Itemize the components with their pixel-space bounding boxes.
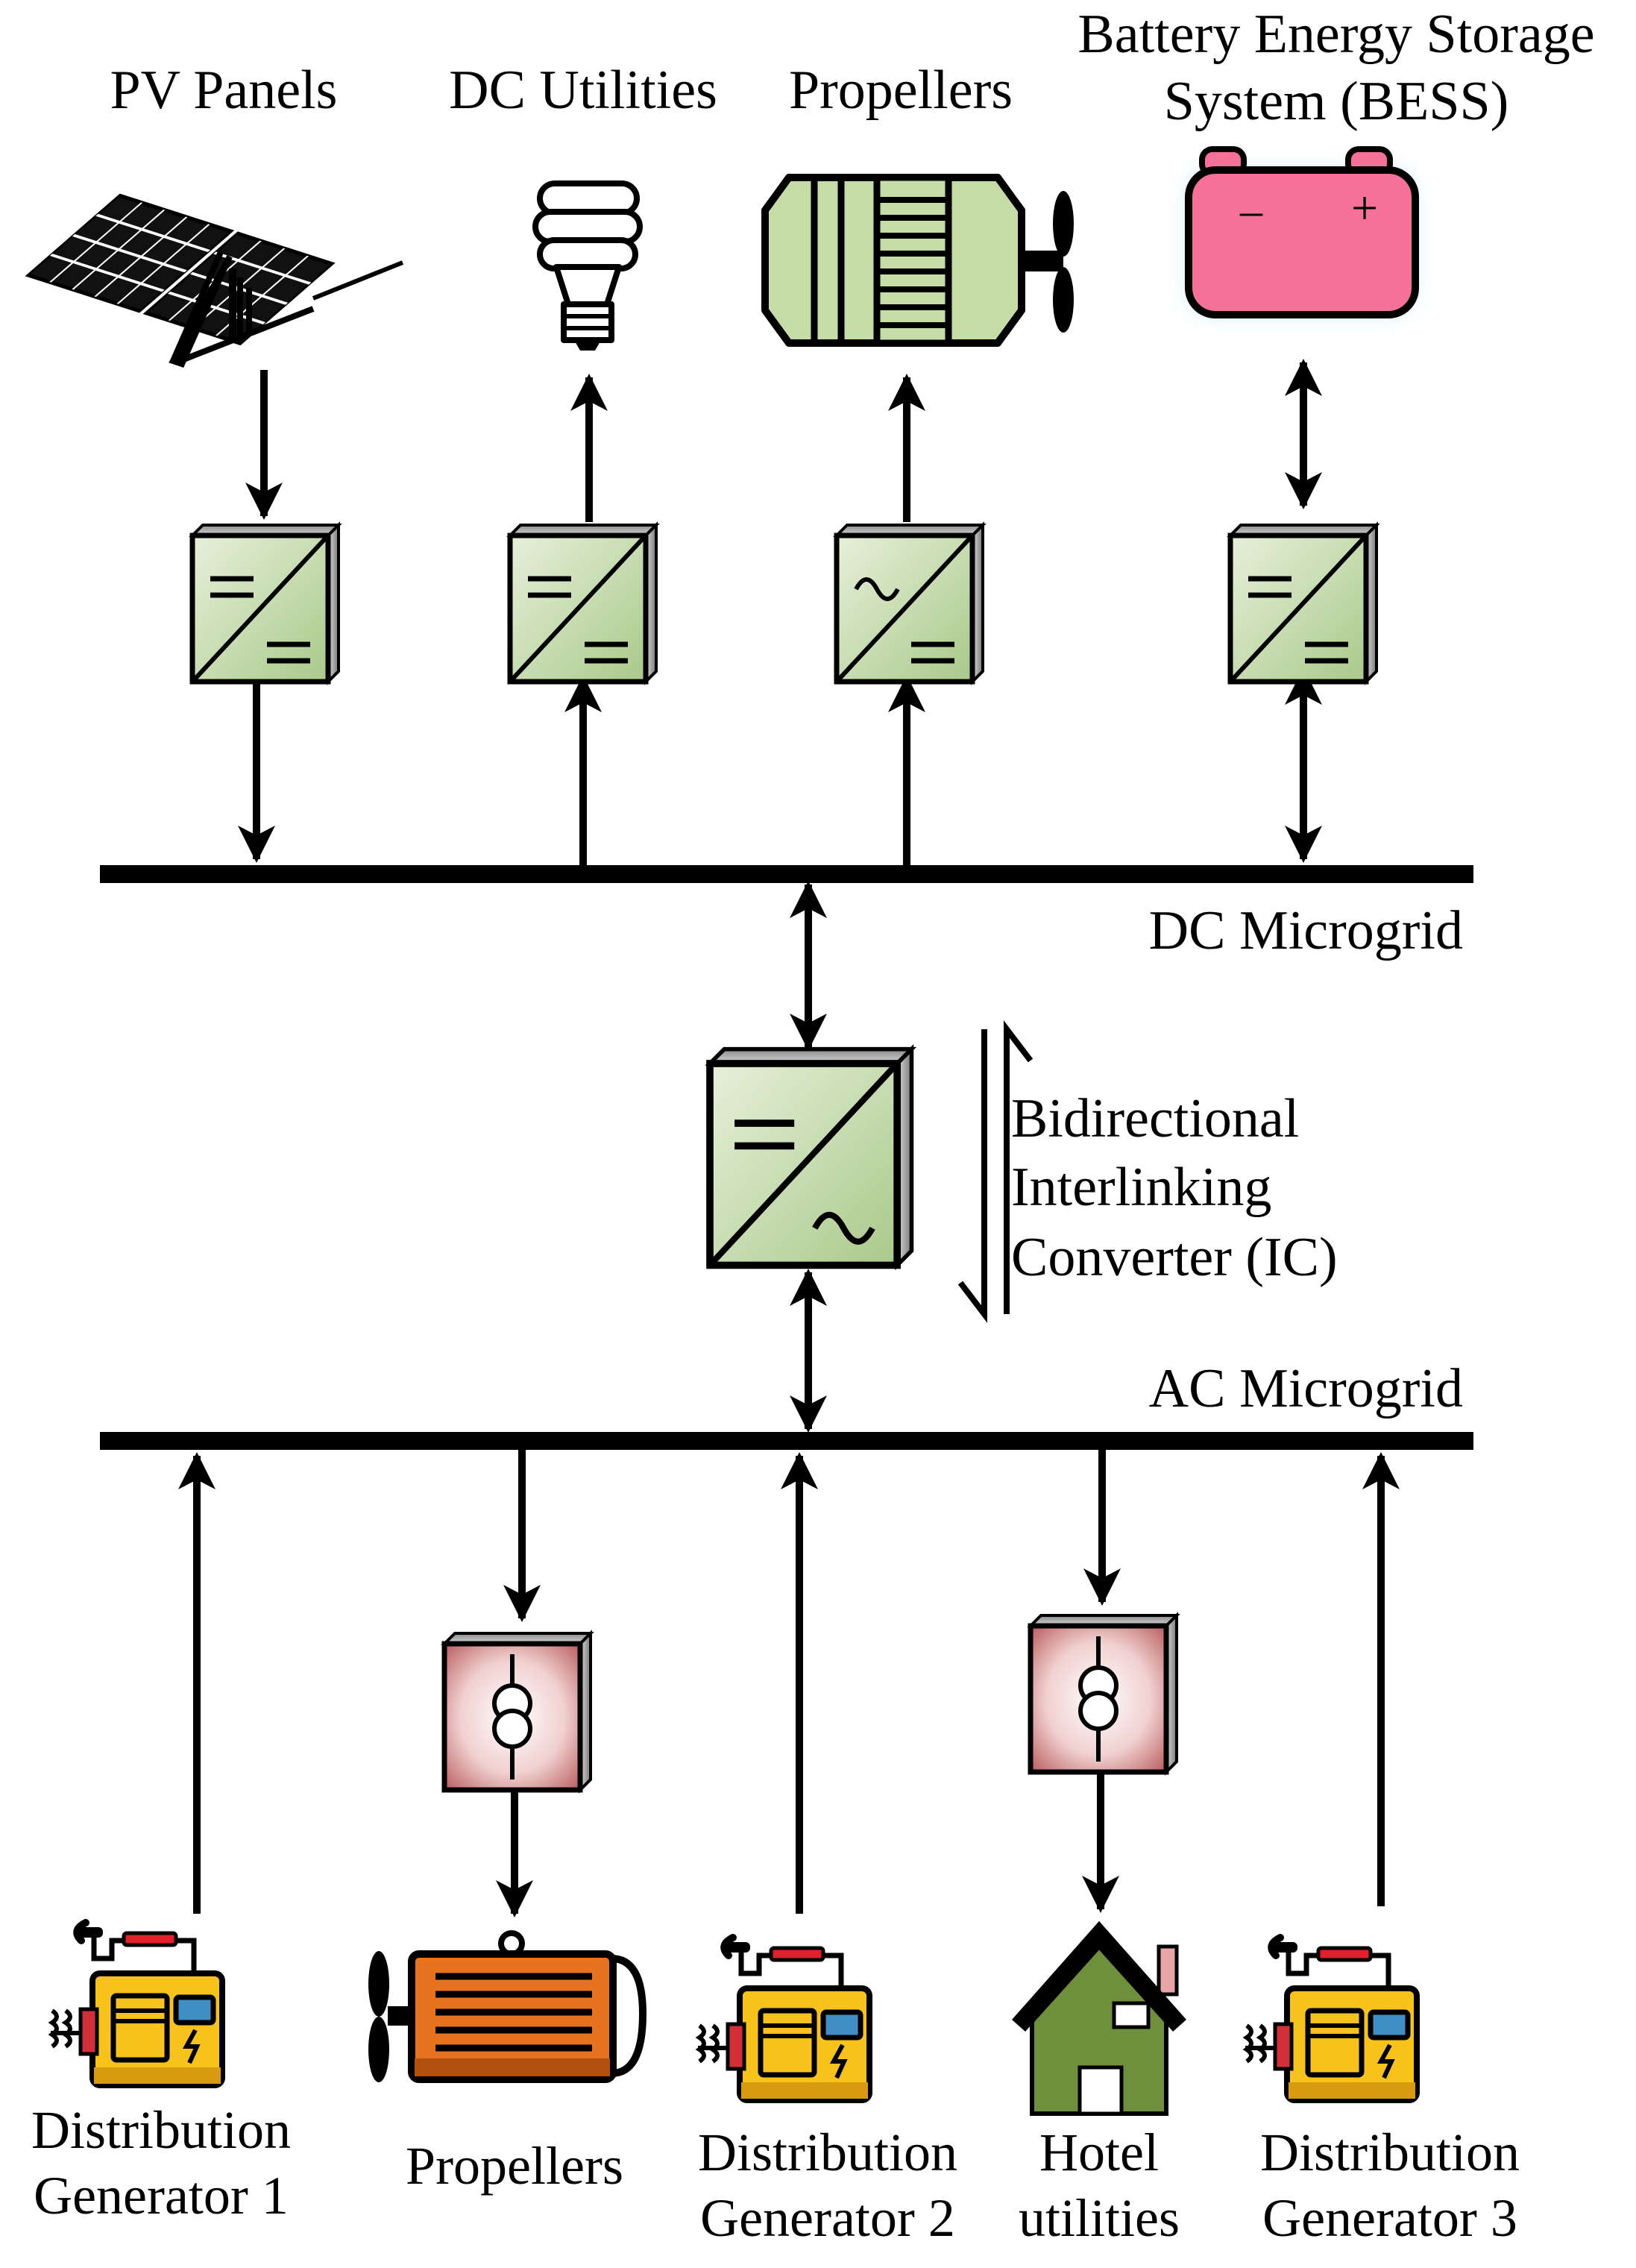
propellers-dc-label: Propellers [789,60,1013,121]
bidirectional-flow-symbol [957,1020,1033,1323]
gen3-label-line1: Distribution [1260,2123,1520,2182]
gen3-label-line2: Generator 3 [1262,2188,1517,2248]
hotel-transformer-icon [1031,1615,1177,1772]
distribution-generator-2-icon [698,1938,869,2100]
battery-plus-sign: + [1351,181,1378,234]
dc-utilities-label: DC Utilities [449,60,717,121]
bess-dcdc-converter-icon [1230,525,1377,682]
propellers-ac-label: Propellers [406,2136,623,2196]
distribution-generator-3-icon [1245,1938,1417,2100]
battery-icon: – + [1185,146,1419,318]
propellers-acdc-converter-icon [837,525,983,682]
dc-bus [100,865,1473,883]
propellers-transformer-icon [444,1633,591,1790]
gen1-label-line1: Distribution [31,2100,291,2160]
dc-side-arrows [238,359,1322,868]
hotel-house-icon [1012,1920,1186,2116]
bess-label-line2: System (BESS) [1164,71,1509,132]
hotel-label-line2: utilities [1019,2188,1180,2248]
pv-panels-label: PV Panels [110,60,338,121]
ac-bus [100,1432,1473,1450]
pv-dcdc-converter-icon [192,525,339,682]
gen2-label-line2: Generator 2 [700,2188,955,2248]
pv-panels-icon [25,193,404,368]
hotel-label-line1: Hotel [1039,2123,1159,2182]
ic-label-line3: Converter (IC) [1011,1227,1338,1288]
ac-side-arrows [178,1450,1400,1917]
ic-label-line2: Interlinking [1011,1157,1271,1218]
propeller-motor-ac-icon [368,1930,647,2083]
interlinking-converter-icon [710,1049,911,1266]
propeller-motor-dc-icon [761,174,1074,347]
dc-utilities-dcdc-converter-icon [510,525,656,682]
bess-label-line1: Battery Energy Storage [1077,4,1594,65]
dc-microgrid-label: DC Microgrid [1149,900,1463,961]
ac-microgrid-label: AC Microgrid [1149,1358,1463,1419]
ic-label-line1: Bidirectional [1011,1088,1299,1149]
dc-utilities-bulb-icon [532,180,643,351]
gen2-label-line1: Distribution [698,2123,957,2182]
distribution-generator-1-icon [51,1923,222,2085]
gen1-label-line2: Generator 1 [34,2166,289,2225]
battery-minus-sign: – [1239,186,1263,235]
